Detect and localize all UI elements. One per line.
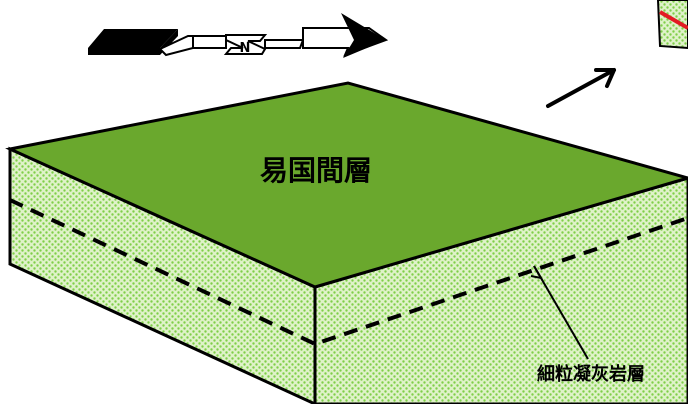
adjacent-block-fragment bbox=[656, 0, 688, 50]
lower-layer-label: 細粒凝灰岩層 bbox=[537, 363, 645, 385]
pointer-line bbox=[530, 265, 589, 360]
direction-arrow-icon bbox=[546, 68, 616, 108]
top-layer-label: 易国間層 bbox=[260, 154, 372, 187]
north-arrow-icon: N bbox=[88, 13, 389, 58]
north-letter: N bbox=[240, 41, 251, 56]
geologic-block bbox=[5, 81, 688, 404]
layer-boundary-dashed bbox=[9, 198, 688, 347]
red-contact-line bbox=[659, 10, 688, 30]
top-face bbox=[5, 81, 688, 289]
